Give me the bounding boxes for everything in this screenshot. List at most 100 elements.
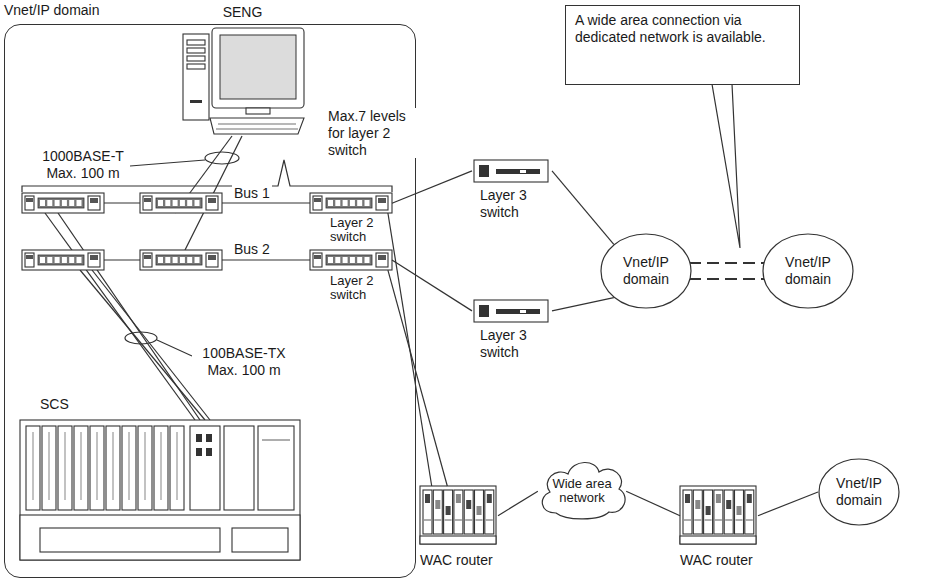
layer3-switch: Layer 3 switch	[472, 160, 552, 224]
port-strip	[326, 255, 372, 265]
port	[69, 200, 74, 206]
switch-part	[143, 196, 152, 210]
dashed-link	[689, 262, 765, 264]
cpu-module	[224, 426, 254, 510]
io-card	[122, 426, 136, 510]
connector	[689, 263, 765, 279]
router-module	[444, 490, 453, 534]
wac-router-icon	[680, 486, 756, 544]
module-line	[715, 520, 722, 521]
layer3-switch-icon	[474, 160, 548, 182]
port	[165, 200, 170, 206]
port	[47, 200, 52, 206]
switch-part	[206, 253, 218, 267]
module-line	[465, 520, 472, 521]
node-label: Vnet/IP domain	[775, 254, 841, 288]
io-card	[90, 426, 104, 510]
layer2-switch: Layer 2 switch	[310, 250, 392, 306]
router-module	[745, 490, 754, 534]
layer3-switch: Layer 3 switch	[472, 300, 552, 364]
router-module	[433, 490, 442, 534]
link-line	[392, 260, 472, 311]
switch-part	[90, 255, 98, 260]
port-strip	[38, 255, 84, 265]
wan-cloud: Wide area network	[536, 455, 628, 521]
port	[77, 257, 82, 263]
port	[55, 200, 60, 206]
ellipse-outline	[763, 234, 853, 308]
port	[328, 200, 333, 206]
drive-bay	[187, 64, 205, 69]
layer2-switch: Layer 2 switch	[310, 193, 392, 247]
router-module	[423, 490, 432, 534]
router-module	[485, 490, 494, 534]
router-module	[724, 490, 733, 534]
switch-body	[310, 193, 392, 213]
port	[187, 257, 192, 263]
link-line	[388, 270, 447, 486]
node-label: SCS	[40, 396, 140, 413]
switch-part	[208, 255, 216, 260]
module-line	[746, 520, 753, 521]
switch-part	[206, 196, 218, 210]
monitor-stand	[246, 108, 270, 114]
layer2-switch-icon	[22, 193, 104, 213]
pc-tower	[183, 34, 209, 120]
port	[158, 257, 163, 263]
scs-station: SCS	[18, 394, 302, 562]
module-line	[684, 520, 691, 521]
port-strip	[326, 198, 372, 208]
router-module	[704, 490, 713, 534]
port	[173, 257, 178, 263]
node-label: WAC router	[420, 552, 510, 569]
switch-part	[479, 165, 489, 177]
drive-bay	[187, 56, 205, 61]
layer2-switch-icon	[310, 193, 392, 213]
link-line	[552, 298, 614, 311]
leader-line	[130, 160, 205, 166]
leader-line	[157, 340, 192, 356]
port	[357, 257, 362, 263]
switch-part	[496, 169, 540, 174]
node-label: WAC router	[680, 552, 770, 569]
bus-name: Bus 1	[232, 185, 272, 202]
port	[195, 257, 200, 263]
module-part	[456, 494, 461, 503]
switch-body	[474, 160, 548, 182]
scs-body	[20, 420, 300, 560]
module-part	[737, 506, 742, 515]
switch-part	[144, 198, 151, 202]
card-line	[177, 432, 178, 500]
scs-cabinet-icon	[20, 420, 300, 560]
card-line	[49, 432, 50, 500]
cable-spec: 1000BASE-T Max. 100 m	[36, 148, 130, 182]
node-label: Wide area network	[549, 477, 615, 506]
node-label: Vnet/IP domain	[613, 254, 679, 288]
node-label: Layer 3 switch	[480, 327, 546, 361]
switch-part	[88, 253, 100, 267]
switch-body	[140, 250, 222, 270]
switch-part	[496, 309, 540, 314]
port	[365, 257, 370, 263]
cloud-outline	[542, 462, 625, 518]
connector	[388, 270, 447, 486]
module-part	[716, 494, 721, 503]
module-line	[434, 520, 441, 521]
bus-line	[104, 259, 140, 260]
base-panel	[232, 528, 288, 552]
port	[62, 200, 67, 206]
port	[343, 257, 348, 263]
bus-line	[104, 202, 140, 203]
module-line	[705, 520, 712, 521]
port	[350, 257, 355, 263]
layer3-switch-icon	[474, 300, 548, 322]
switch-part	[25, 253, 34, 267]
callout-box: A wide area connection via dedicated net…	[565, 5, 800, 85]
switch-part	[378, 198, 386, 203]
router-module	[464, 490, 473, 534]
card-line	[145, 432, 146, 500]
node-label: Vnet/IP domain	[4, 2, 204, 19]
cpu-module	[190, 426, 220, 510]
connector	[552, 298, 614, 311]
port	[343, 200, 348, 206]
